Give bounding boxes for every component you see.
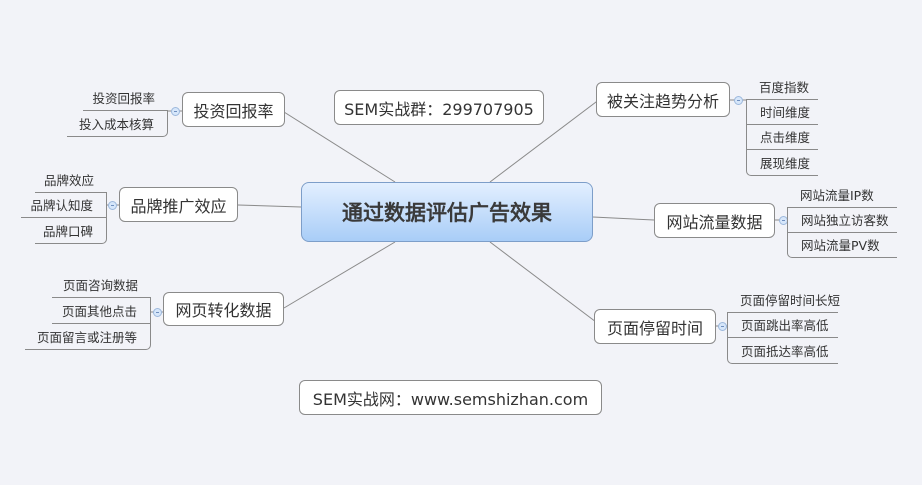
branch-trend[interactable]: 被关注趋势分析 [596, 82, 730, 117]
connector-traffic [592, 216, 655, 221]
leaf-item[interactable]: 页面咨询数据 [52, 272, 151, 298]
leaf-item[interactable]: 网站流量IP数 [787, 182, 897, 208]
sem-site-label[interactable]: SEM实战网：www.semshizhan.com [299, 380, 602, 415]
collapse-toggle-icon[interactable] [153, 308, 162, 317]
leaf-item[interactable]: 网站独立访客数 [787, 207, 897, 233]
leaf-item[interactable]: 展现维度 [746, 150, 818, 176]
leaf-item[interactable]: 页面留言或注册等 [25, 324, 151, 350]
leaf-item[interactable]: 页面其他点击 [52, 298, 151, 324]
collapse-toggle-icon[interactable] [171, 107, 180, 116]
central-topic[interactable]: 通过数据评估广告效果 [301, 182, 593, 242]
connector-roi [283, 111, 396, 183]
leaf-item[interactable]: 页面停留时间长短 [727, 287, 840, 313]
leaf-item[interactable]: 投资回报率 [83, 85, 168, 111]
branch-roi[interactable]: 投资回报率 [182, 92, 285, 127]
branch-stay[interactable]: 页面停留时间 [594, 309, 716, 344]
leaf-item[interactable]: 页面跳出率高低 [727, 312, 838, 338]
connector-stay [489, 241, 601, 326]
leaf-item[interactable]: 投入成本核算 [67, 111, 168, 137]
connector-brand [237, 204, 302, 208]
leaf-item[interactable]: 时间维度 [746, 99, 818, 125]
leaf-item[interactable]: 品牌认知度 [21, 192, 107, 218]
leaf-item[interactable]: 品牌口碑 [35, 218, 107, 244]
leaf-item[interactable]: 网站流量PV数 [787, 232, 897, 258]
connector-trend [489, 98, 601, 183]
leaf-item[interactable]: 品牌效应 [35, 167, 107, 193]
collapse-toggle-icon[interactable] [718, 322, 727, 331]
leaf-item[interactable]: 点击维度 [746, 124, 818, 150]
branch-traffic[interactable]: 网站流量数据 [654, 203, 775, 238]
connector-conv [283, 241, 396, 309]
collapse-toggle-icon[interactable] [734, 96, 743, 105]
leaf-item[interactable]: 页面抵达率高低 [727, 338, 838, 364]
sem-group-label[interactable]: SEM实战群：299707905 [334, 90, 544, 125]
branch-brand[interactable]: 品牌推广效应 [119, 187, 238, 222]
collapse-toggle-icon[interactable] [108, 201, 117, 210]
leaf-item[interactable]: 百度指数 [746, 74, 818, 100]
branch-conversion[interactable]: 网页转化数据 [163, 292, 284, 326]
